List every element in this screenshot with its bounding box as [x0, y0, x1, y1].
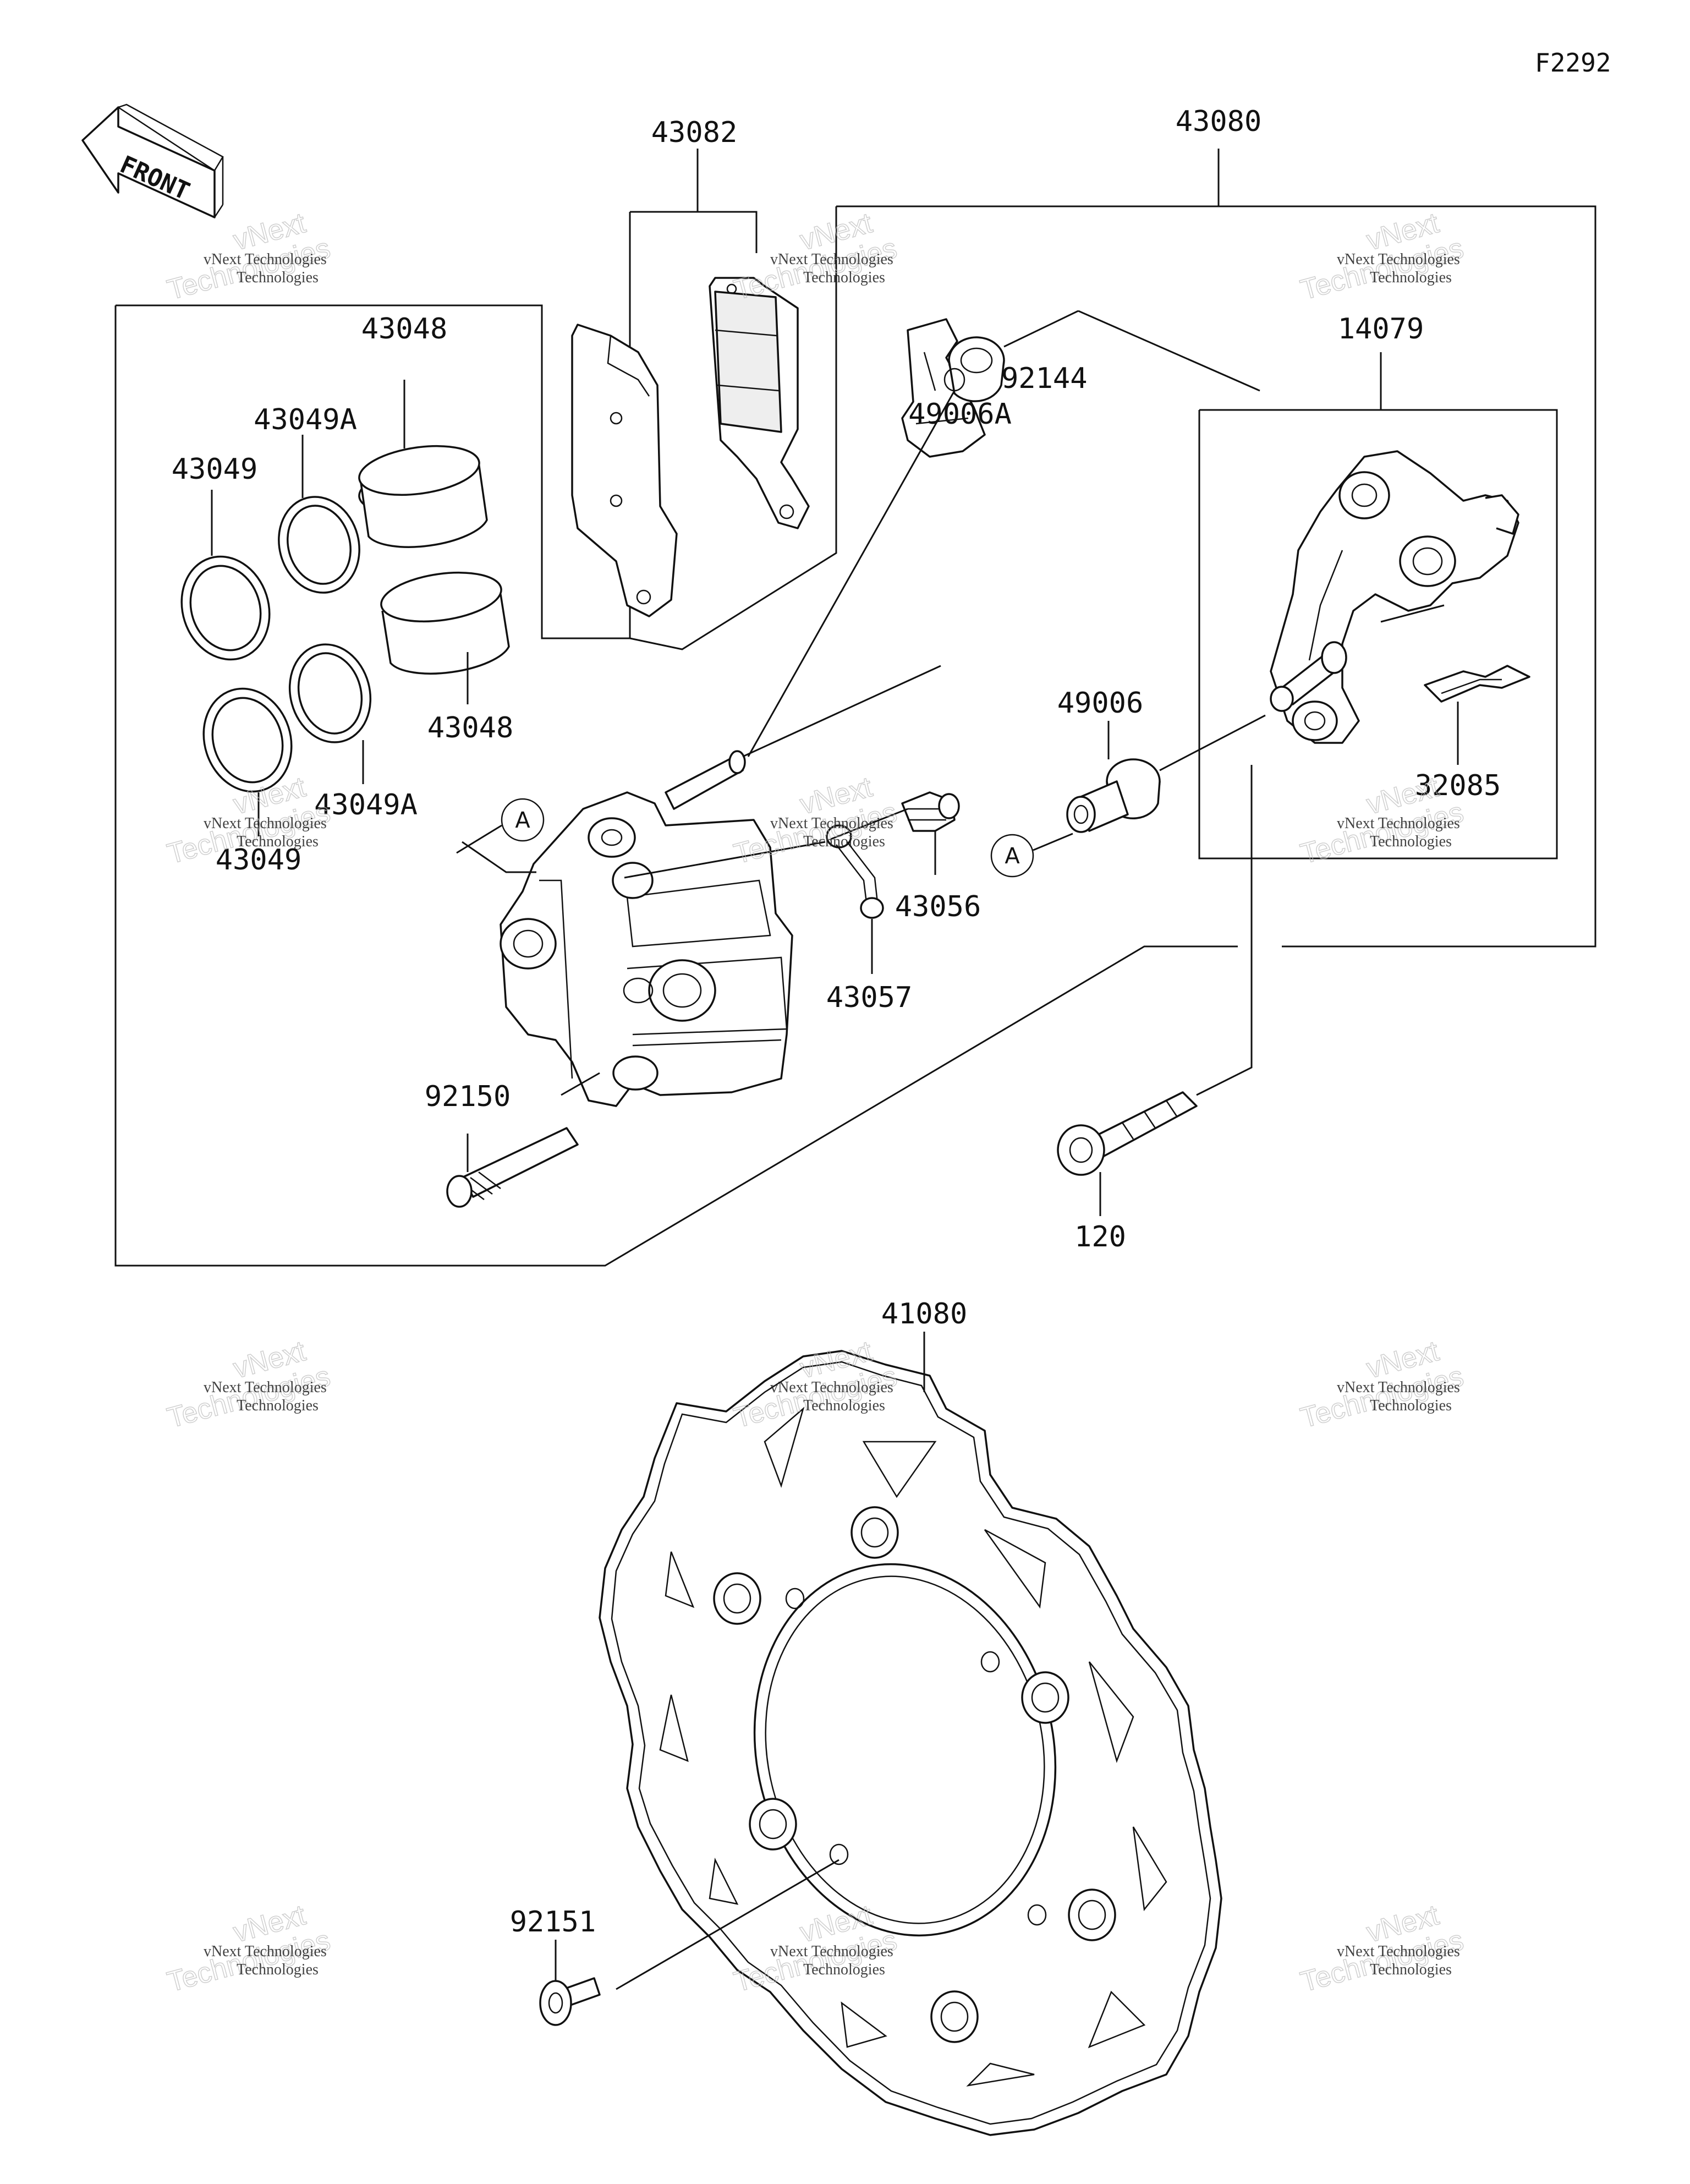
watermark-6: vNext Technologies vNext Technologies Te… [1297, 770, 1467, 871]
pad-retainer-icon [1424, 665, 1530, 765]
callout-14079: 14079 [1338, 313, 1424, 346]
callout-43082: 43082 [651, 116, 738, 149]
dust-seal-upper-icon [278, 496, 360, 594]
svg-text:vNext Technologies: vNext Technologies [1337, 1379, 1460, 1396]
svg-text:Technologies: Technologies [237, 1397, 319, 1414]
boot-49006a-icon [747, 310, 1079, 757]
brake-pad-right [709, 277, 810, 529]
figure-code: F2292 [1535, 48, 1611, 78]
callout-32085: 32085 [1415, 769, 1501, 802]
watermark-3: vNext Technologies vNext Technologies Te… [1297, 206, 1467, 306]
boot-49006-icon [1066, 714, 1266, 833]
svg-text:Technologies: Technologies [1370, 1397, 1452, 1414]
ref-mark-left: A [456, 798, 545, 854]
callout-43049-upper: 43049 [172, 453, 258, 486]
bracket-outline [1198, 352, 1558, 860]
brake-disc-icon [599, 1332, 1222, 2136]
caliper-assy-outline [114, 149, 1596, 1267]
piston-lower-icon [380, 571, 510, 675]
svg-text:Technologies: Technologies [803, 1961, 885, 1978]
bleeder-valve-icon [901, 791, 960, 875]
dust-seal-lower-icon [288, 643, 372, 743]
caliper-slide-pin-icon [665, 750, 746, 810]
front-arrow-icon: FRONT [81, 103, 224, 218]
bolt-92151-icon [539, 1859, 839, 2026]
watermark-12: vNext Technologies vNext Technologies Te… [1297, 1898, 1467, 1999]
callout-49006a: 49006A [908, 398, 1012, 431]
svg-text:Technologies: Technologies [237, 1961, 319, 1978]
callout-41080: 41080 [881, 1298, 968, 1331]
watermark-10: vNext Technologies vNext Technologies Te… [163, 1898, 334, 1999]
svg-text:vNext Technologies: vNext Technologies [204, 815, 327, 832]
svg-text:Technologies: Technologies [803, 1397, 885, 1414]
watermark-1: vNext Technologies vNext Technologies Te… [163, 206, 334, 306]
svg-text:Technologies: Technologies [1370, 1961, 1452, 1978]
pin-92150-icon [446, 1127, 579, 1208]
svg-text:vNext Technologies: vNext Technologies [1337, 251, 1460, 268]
piston-seal-upper-icon [180, 555, 271, 661]
callout-49006: 49006 [1057, 687, 1144, 720]
brake-pad-left [571, 324, 678, 617]
callout-43049a-lower: 43049A [314, 789, 418, 822]
ref-mark-right: A [990, 833, 1073, 878]
piston-upper-icon [358, 445, 488, 548]
watermark-5: vNext Technologies vNext Technologies Te… [730, 770, 901, 871]
watermark-9: vNext Technologies vNext Technologies Te… [1297, 1334, 1467, 1435]
callout-43049a-upper: 43049A [254, 403, 357, 436]
svg-text:vNext Technologies: vNext Technologies [770, 251, 893, 268]
callout-92151: 92151 [510, 1906, 596, 1939]
svg-text:vNext Technologies: vNext Technologies [204, 1943, 327, 1960]
callout-43057: 43057 [826, 981, 913, 1014]
svg-text:vNext Technologies: vNext Technologies [204, 1379, 327, 1396]
callout-43048-upper: 43048 [361, 313, 448, 346]
callout-43049-lower: 43049 [216, 844, 302, 877]
callout-92150: 92150 [425, 1080, 511, 1113]
watermark-7: vNext Technologies vNext Technologies Te… [163, 1334, 334, 1435]
svg-text:vNext Technologies: vNext Technologies [770, 815, 893, 832]
svg-text:Technologies: Technologies [237, 833, 319, 850]
svg-text:vNext Technologies: vNext Technologies [1337, 1943, 1460, 1960]
callout-92144: 92144 [1001, 362, 1088, 395]
bolt-120-icon [1057, 765, 1253, 1216]
svg-text:Technologies: Technologies [803, 833, 885, 850]
svg-text:vNext Technologies: vNext Technologies [204, 251, 327, 268]
svg-text:vNext Technologies: vNext Technologies [770, 1943, 893, 1960]
bleeder-cap-icon [826, 824, 884, 974]
callout-120: 120 [1074, 1220, 1126, 1254]
leader-lines-seals [211, 380, 469, 836]
svg-text:Technologies: Technologies [1370, 269, 1452, 286]
caliper-body-icon [500, 791, 793, 1107]
leader-lines-caliper [462, 665, 941, 1096]
svg-text:Technologies: Technologies [1370, 833, 1452, 850]
caliper-bracket-icon [1078, 310, 1519, 744]
ref-mark-left-text: A [515, 808, 530, 833]
callout-43056: 43056 [895, 890, 981, 923]
svg-text:Technologies: Technologies [803, 269, 885, 286]
svg-text:Technologies: Technologies [237, 269, 319, 286]
callout-43080: 43080 [1176, 105, 1262, 138]
callout-43048-lower: 43048 [427, 711, 514, 745]
svg-text:vNext Technologies: vNext Technologies [1337, 815, 1460, 832]
ref-mark-right-text: A [1005, 844, 1020, 869]
piston-seal-lower-icon [202, 687, 293, 793]
svg-text:vNext Technologies: vNext Technologies [770, 1379, 893, 1396]
